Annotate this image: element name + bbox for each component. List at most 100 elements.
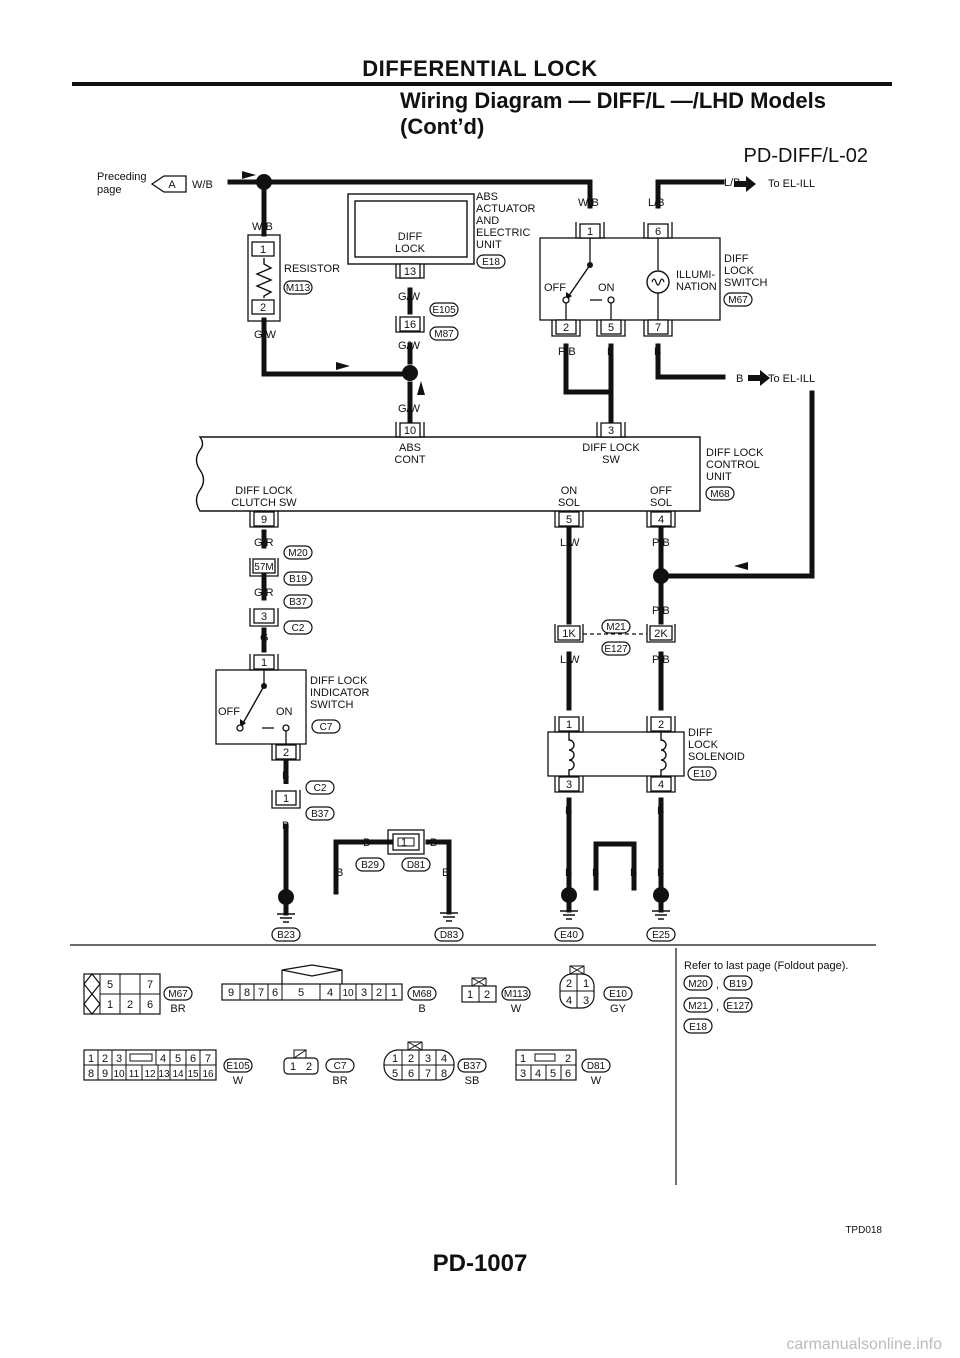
figure-code: TPD018 bbox=[845, 1225, 882, 1236]
svg-text:16: 16 bbox=[202, 1069, 214, 1080]
svg-text:1: 1 bbox=[520, 1053, 526, 1065]
svg-text:UNIT: UNIT bbox=[476, 239, 502, 251]
svg-text:M21: M21 bbox=[606, 622, 626, 633]
connector-view-c7: 1 2 C7 BR bbox=[283, 1049, 355, 1087]
ground-labels: B23 D83 E40 E25 bbox=[271, 927, 676, 942]
svg-text:W: W bbox=[233, 1075, 244, 1087]
connector-view-m67: 5 7 1 2 6 M67 BR bbox=[83, 973, 193, 1015]
svg-text:9: 9 bbox=[261, 514, 267, 526]
svg-text:3: 3 bbox=[116, 1053, 122, 1065]
svg-text:8: 8 bbox=[244, 987, 250, 999]
svg-text:E105: E105 bbox=[226, 1061, 250, 1072]
svg-text:7: 7 bbox=[258, 987, 264, 999]
ground-symbols bbox=[276, 910, 671, 923]
svg-text:6: 6 bbox=[565, 1068, 571, 1080]
svg-text:5: 5 bbox=[392, 1068, 398, 1080]
diagram-code: PD-DIFF/L-02 bbox=[744, 145, 868, 167]
svg-text:P/B: P/B bbox=[652, 537, 670, 549]
indicator-switch-harness: G/R M20 57M B19 G/R B37 3 C2 G 1 OFF ON … bbox=[215, 537, 449, 879]
svg-text:9: 9 bbox=[102, 1068, 108, 1080]
svg-text:6: 6 bbox=[272, 987, 278, 999]
svg-text:RESISTOR: RESISTOR bbox=[284, 263, 340, 275]
flow-arrows bbox=[242, 171, 770, 570]
svg-text:1: 1 bbox=[283, 793, 289, 805]
svg-text:OFF: OFF bbox=[650, 485, 672, 497]
svg-text:M20: M20 bbox=[688, 979, 708, 990]
svg-text:7: 7 bbox=[147, 979, 153, 991]
splice-points bbox=[256, 174, 669, 905]
svg-text:13: 13 bbox=[404, 266, 416, 278]
connector-view-m68: 9 8 7 6 5 4 10 3 2 1 M68 B bbox=[221, 964, 437, 1015]
svg-text:4: 4 bbox=[658, 514, 664, 526]
svg-text:L/B: L/B bbox=[648, 197, 665, 209]
connector-view-e10: 2 1 4 3 E10 GY bbox=[559, 965, 633, 1015]
svg-text:1: 1 bbox=[392, 1053, 398, 1065]
svg-text:M87: M87 bbox=[434, 329, 454, 340]
header-rule bbox=[72, 82, 892, 86]
svg-text:1: 1 bbox=[587, 226, 593, 238]
svg-text:OFF: OFF bbox=[544, 282, 566, 294]
svg-text:B: B bbox=[736, 373, 743, 385]
svg-text:E18: E18 bbox=[689, 1022, 707, 1033]
svg-text:4: 4 bbox=[535, 1068, 541, 1080]
svg-text:L: L bbox=[607, 346, 613, 358]
diff-lock-switch: W/B L/B L/B To EL-ILL 1 6 OFF ON ILLUMI-… bbox=[539, 177, 815, 385]
svg-text:page: page bbox=[97, 184, 121, 196]
svg-text:M20: M20 bbox=[288, 548, 308, 559]
svg-text:3: 3 bbox=[520, 1068, 526, 1080]
svg-text:D83: D83 bbox=[440, 930, 459, 941]
svg-text:B: B bbox=[565, 805, 572, 817]
svg-text:LOCK: LOCK bbox=[724, 265, 755, 277]
svg-text:B: B bbox=[336, 867, 343, 879]
svg-text:UNIT: UNIT bbox=[706, 471, 732, 483]
svg-text:B37: B37 bbox=[463, 1061, 481, 1072]
svg-text:W/B: W/B bbox=[578, 197, 599, 209]
svg-text:To EL-ILL: To EL-ILL bbox=[768, 373, 815, 385]
svg-text:5: 5 bbox=[566, 514, 572, 526]
diff-lock-control-unit: 10 3 ABS CONT DIFF LOCK SW DIFF LOCK CON… bbox=[195, 422, 764, 528]
svg-text:1: 1 bbox=[88, 1053, 94, 1065]
svg-text:W: W bbox=[591, 1075, 602, 1087]
svg-text:CONTROL: CONTROL bbox=[706, 459, 760, 471]
connector-view-d81: 1 2 3 4 5 6 D81 W bbox=[515, 1049, 611, 1087]
svg-text:11: 11 bbox=[129, 1069, 140, 1080]
svg-text:10: 10 bbox=[342, 988, 354, 999]
svg-text:DIFF LOCK: DIFF LOCK bbox=[706, 447, 764, 459]
svg-text:2: 2 bbox=[376, 987, 382, 999]
svg-text:ILLUMI-: ILLUMI- bbox=[676, 269, 715, 281]
svg-text:1: 1 bbox=[391, 987, 397, 999]
svg-text:1: 1 bbox=[566, 719, 572, 731]
svg-text:E25: E25 bbox=[652, 930, 670, 941]
svg-text:DIFF LOCK: DIFF LOCK bbox=[582, 442, 640, 454]
svg-text:3: 3 bbox=[261, 611, 267, 623]
wires bbox=[227, 179, 815, 916]
svg-text:SOL: SOL bbox=[558, 497, 580, 509]
svg-text:4: 4 bbox=[327, 987, 333, 999]
svg-text:G/R: G/R bbox=[254, 537, 274, 549]
svg-text:M68: M68 bbox=[412, 989, 432, 1000]
solenoid-harness: L/W P/B P/B 1K 2K M21 E127 L/W P/B 1 2 3… bbox=[547, 537, 745, 879]
svg-text:DIFF: DIFF bbox=[724, 253, 749, 265]
svg-text:M68: M68 bbox=[710, 489, 730, 500]
svg-text:AND: AND bbox=[476, 215, 499, 227]
section-title: DIFFERENTIAL LOCK bbox=[362, 56, 598, 81]
svg-text:DIFF LOCK: DIFF LOCK bbox=[310, 675, 368, 687]
svg-text:5: 5 bbox=[298, 987, 304, 999]
svg-text:5: 5 bbox=[608, 322, 614, 334]
svg-text:Preceding: Preceding bbox=[97, 171, 147, 183]
svg-text:ON: ON bbox=[561, 485, 578, 497]
svg-text:D81: D81 bbox=[587, 1061, 606, 1072]
svg-text:E127: E127 bbox=[726, 1001, 750, 1012]
svg-text:DIFF LOCK: DIFF LOCK bbox=[235, 485, 293, 497]
svg-text:2: 2 bbox=[283, 747, 289, 759]
svg-text:C7: C7 bbox=[320, 722, 333, 733]
svg-text:1: 1 bbox=[583, 978, 589, 990]
svg-text:B: B bbox=[282, 820, 289, 832]
svg-text:SOL: SOL bbox=[650, 497, 672, 509]
svg-text:DIFF: DIFF bbox=[688, 727, 713, 739]
page-subtitle: Wiring Diagram — DIFF/L —/LHD Models (Co… bbox=[400, 88, 826, 140]
svg-text:B: B bbox=[592, 867, 599, 879]
svg-text:B: B bbox=[565, 867, 572, 879]
svg-text:SB: SB bbox=[465, 1075, 480, 1087]
